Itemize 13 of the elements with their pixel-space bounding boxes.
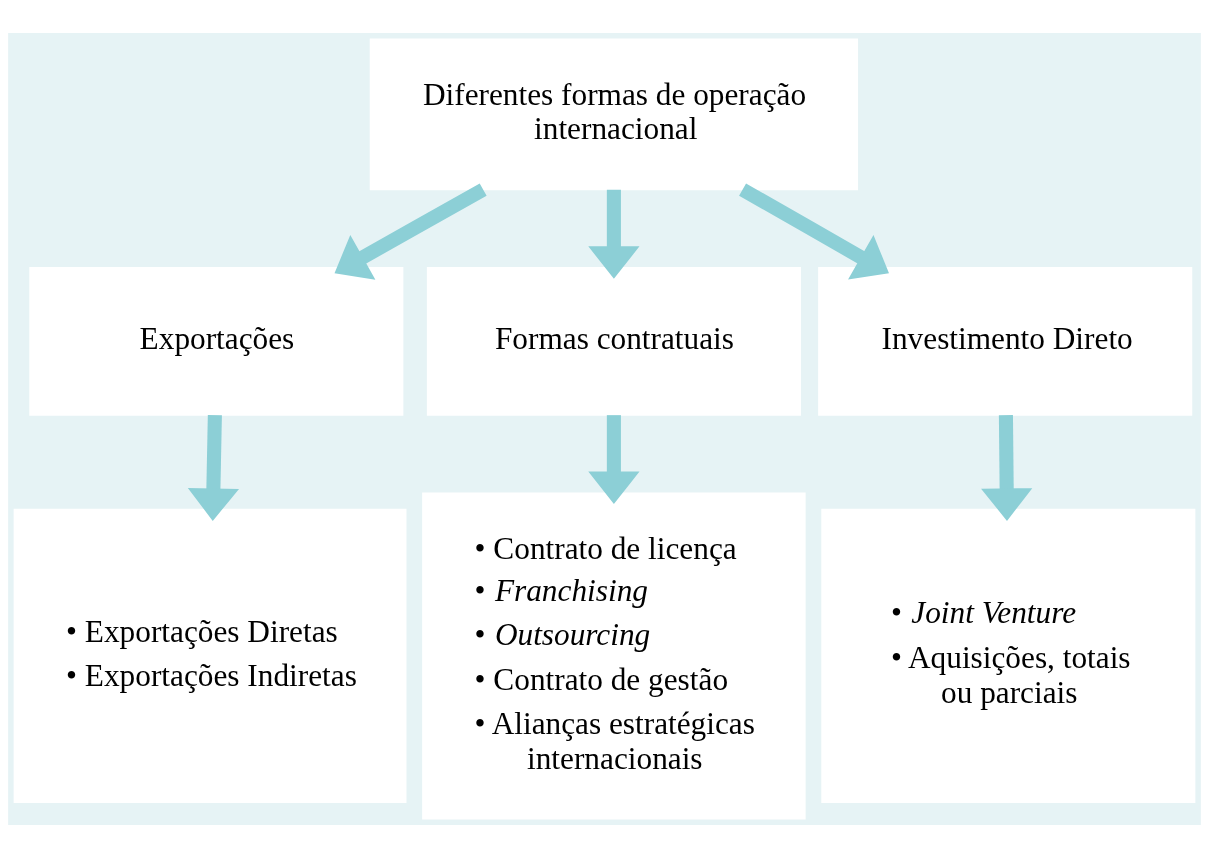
node-box: Investimento Direto <box>818 267 1193 416</box>
node-box: Formas contratuais <box>426 267 801 416</box>
arrow <box>588 415 640 504</box>
node-box: • Contrato de licença • Franchising • Outsourcing • Contrato de gestão • Alianças estratégicas internacionais <box>422 492 806 820</box>
node-box: Exportações <box>29 267 404 416</box>
node-box: • Exportações Diretas • Exportações Indiretas <box>13 508 407 804</box>
arrow <box>981 415 1033 521</box>
arrow <box>334 183 487 280</box>
arrow <box>187 415 239 521</box>
arrow <box>739 183 889 280</box>
arrow <box>588 189 640 279</box>
node-box: Diferentes formas de operação internacional <box>369 38 859 191</box>
node-box: • Joint Venture • Aquisições, totais ou parciais <box>821 508 1196 804</box>
